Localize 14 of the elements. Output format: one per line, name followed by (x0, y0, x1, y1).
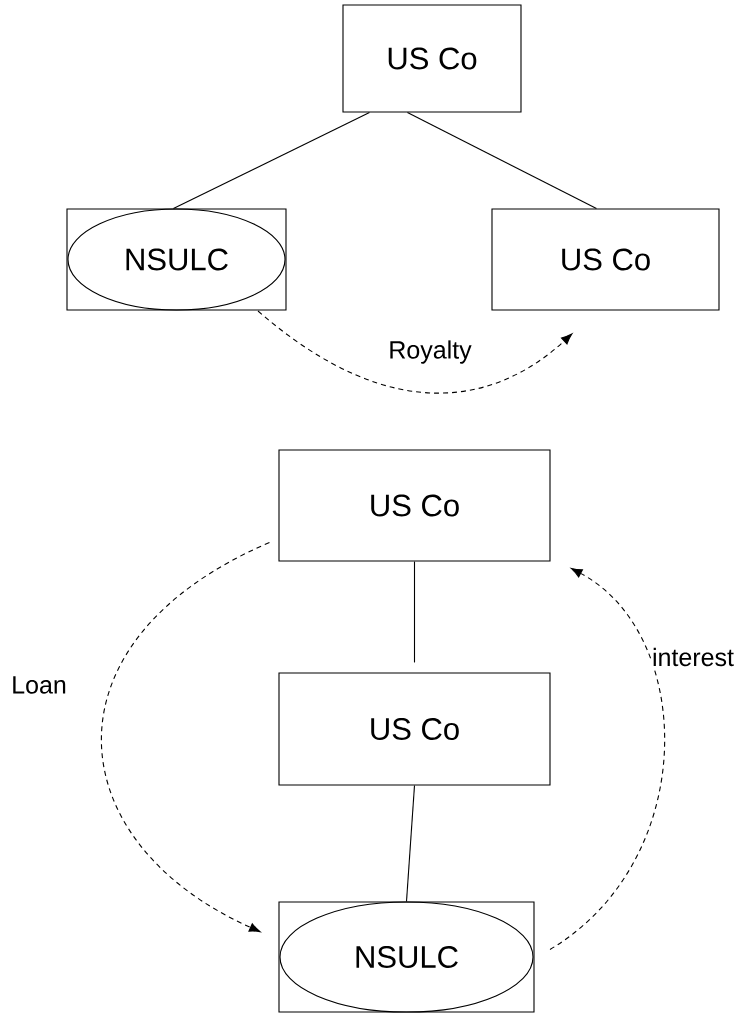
dashed-arrow (257, 310, 573, 394)
connector-line (413, 561, 416, 663)
edge-label: Loan (10, 675, 68, 695)
connector-line (405, 785, 416, 902)
edge-label: Royalty (387, 339, 473, 365)
dashed-arrow (549, 568, 665, 951)
connector-line (172, 112, 370, 209)
connector-line (406, 112, 597, 209)
company-box: US Co (342, 4, 522, 113)
company-box: US Co (491, 208, 720, 311)
edge-label: interest (651, 646, 735, 668)
dashed-arrow (100, 542, 270, 933)
company-box: US Co (278, 449, 551, 562)
company-box: US Co (278, 672, 551, 786)
